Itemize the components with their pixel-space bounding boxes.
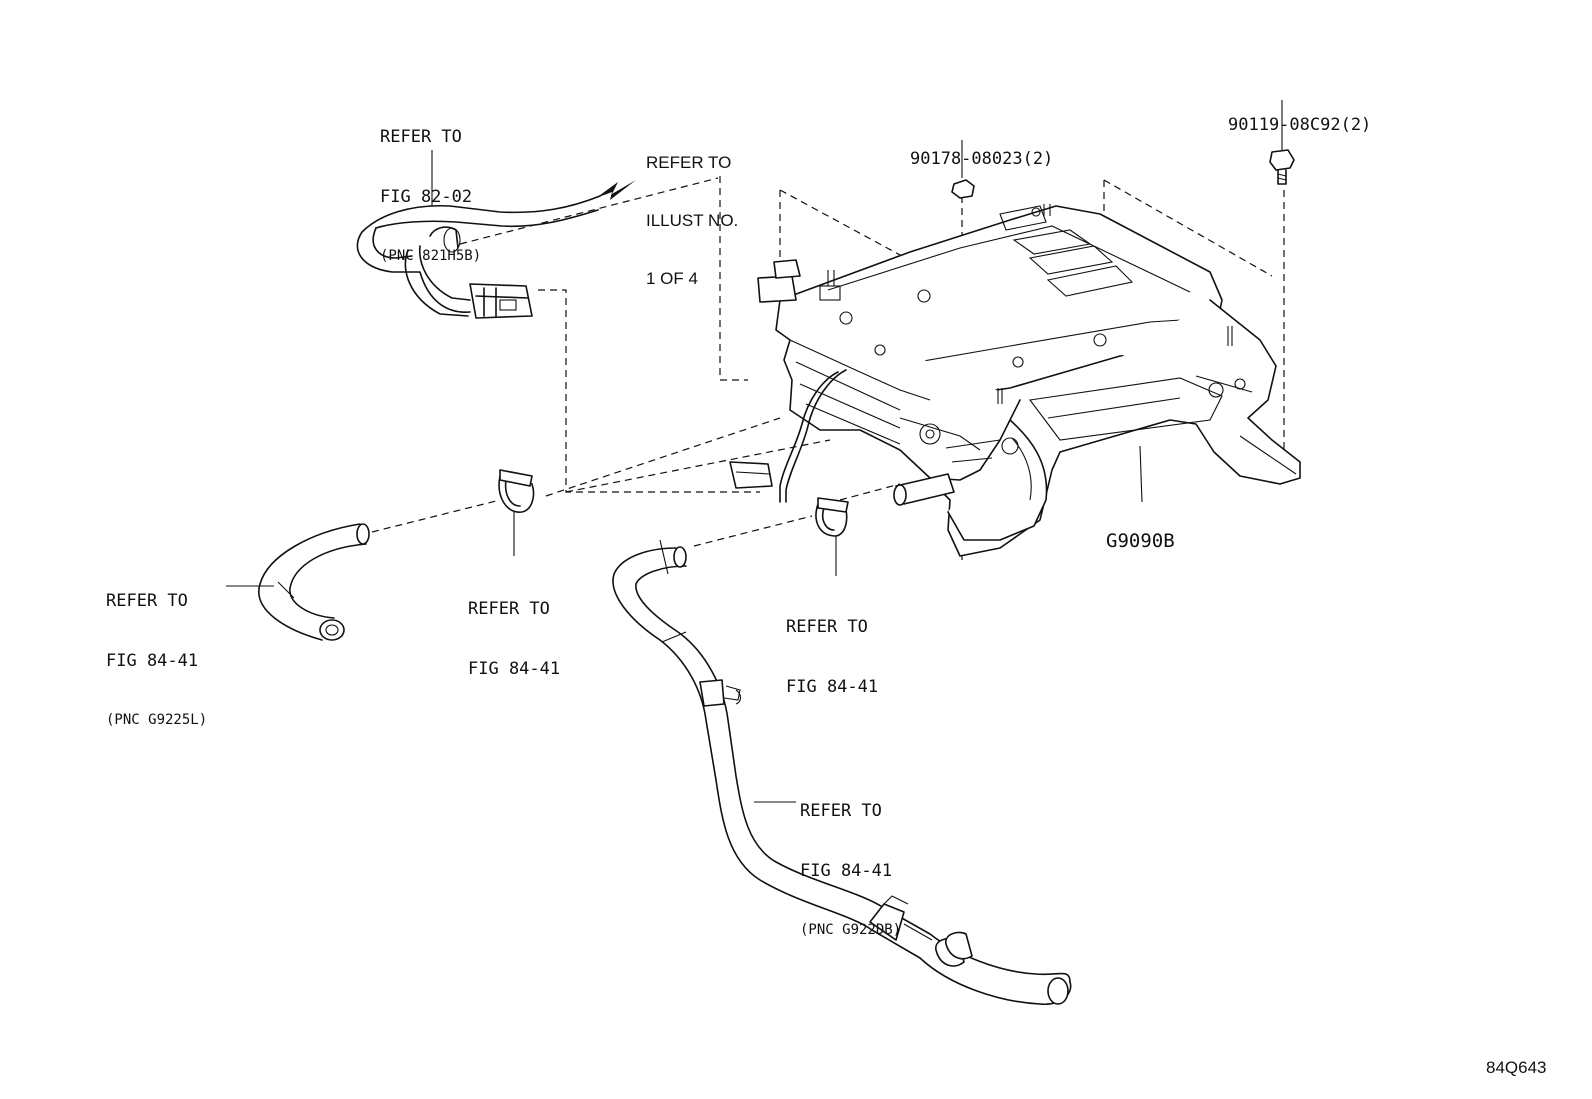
hose-left-reference-label: REFER TO FIG 84-41 (PNC G9225L) bbox=[106, 552, 207, 749]
hose-long-ref-pnc: (PNC G922DB) bbox=[800, 922, 902, 938]
clamp-right-ref-line1: REFER TO bbox=[786, 617, 868, 637]
harness-ref-pnc: (PNC 821H5B) bbox=[380, 248, 482, 264]
bolt-90119 bbox=[1269, 100, 1295, 185]
nut-part-text: 90178-08023(2) bbox=[910, 149, 1054, 169]
clamp-right-ref-line2: FIG 84-41 bbox=[786, 677, 879, 697]
bolt-part-text: 90119-08C92(2) bbox=[1228, 115, 1372, 135]
illust-reference-label: REFER TO ILLUST NO. 1 OF 4 bbox=[646, 116, 738, 308]
hose-long-reference-label: REFER TO FIG 84-41 (PNC G922DB) bbox=[800, 762, 901, 959]
clamp-left bbox=[498, 469, 535, 556]
inverter-part-text: G9090B bbox=[1106, 530, 1175, 552]
harness-reference-label: REFER TO FIG 82-02 (PNC 821H5B) bbox=[380, 88, 481, 285]
illustration-code: 84Q643 bbox=[1486, 1058, 1547, 1077]
clamp-left-ref-line1: REFER TO bbox=[468, 599, 550, 619]
wire-harness bbox=[356, 180, 636, 319]
nut-90178 bbox=[951, 140, 975, 199]
inverter-assembly bbox=[729, 204, 1301, 557]
nut-part-number: 90178-08023(2) bbox=[910, 110, 1053, 189]
inverter-part-number: G9090B bbox=[1106, 492, 1175, 571]
hose-short bbox=[226, 523, 370, 641]
hose-left-ref-line2: FIG 84-41 bbox=[106, 651, 199, 671]
illust-ref-line2: ILLUST NO. bbox=[646, 211, 739, 230]
clamp-left-reference-label: REFER TO FIG 84-41 bbox=[468, 560, 560, 699]
harness-ref-line1: REFER TO bbox=[380, 127, 462, 147]
hose-long bbox=[612, 539, 1072, 1005]
illust-ref-line3: 1 OF 4 bbox=[646, 269, 698, 288]
illust-ref-line1: REFER TO bbox=[646, 153, 732, 172]
hose-long-ref-line1: REFER TO bbox=[800, 801, 882, 821]
clamp-left-ref-line2: FIG 84-41 bbox=[468, 659, 561, 679]
bolt-part-number: 90119-08C92(2) bbox=[1228, 76, 1371, 155]
hose-left-ref-line1: REFER TO bbox=[106, 591, 188, 611]
clamp-right bbox=[815, 497, 849, 576]
hose-left-ref-pnc: (PNC G9225L) bbox=[106, 712, 208, 728]
harness-ref-line2: FIG 82-02 bbox=[380, 187, 473, 207]
clamp-right-reference-label: REFER TO FIG 84-41 bbox=[786, 578, 878, 717]
hose-long-ref-line2: FIG 84-41 bbox=[800, 861, 893, 881]
